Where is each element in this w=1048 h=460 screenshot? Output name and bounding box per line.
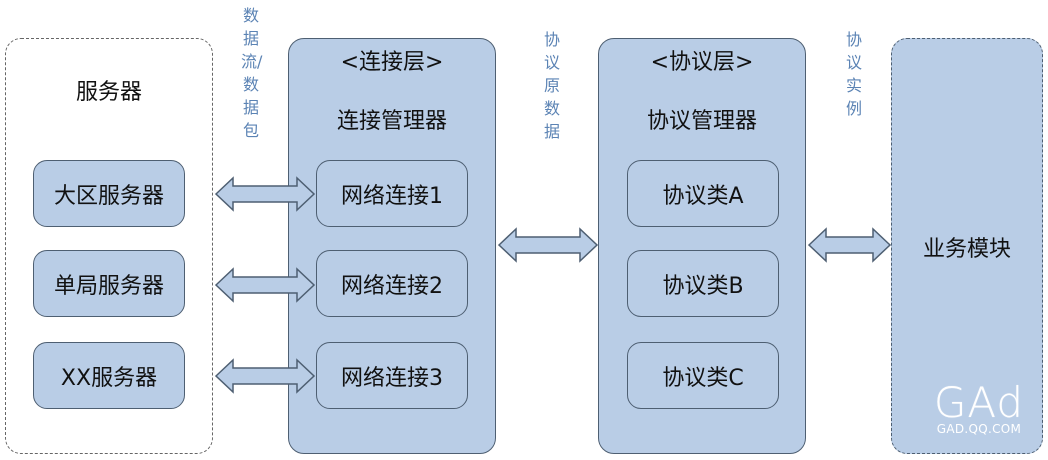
arrow-server-to-connection-2 — [214, 267, 316, 303]
arrow-connection-to-protocol — [497, 227, 599, 263]
server-item-xx[interactable]: XX服务器 — [33, 342, 185, 409]
business-module-title: 业务模块 — [922, 237, 1011, 262]
protocol-instance-label: 协议实例 — [845, 30, 862, 118]
arrow-server-to-connection-1 — [214, 176, 316, 212]
protocol-raw-label: 协议原数据 — [543, 30, 560, 141]
connection-layer-header: <连接层> — [340, 50, 444, 75]
gad-watermark: GAd GAD.QQ.COM — [918, 378, 1040, 437]
server-item-match[interactable]: 单局服务器 — [33, 250, 185, 317]
protocol-class-c[interactable]: 协议类C — [627, 342, 779, 409]
data-flow-label: 数据流/数据包 — [241, 6, 263, 140]
network-connection-2[interactable]: 网络连接2 — [316, 250, 468, 317]
protocol-class-a[interactable]: 协议类A — [627, 160, 779, 227]
protocol-manager-title: 协议管理器 — [646, 109, 757, 134]
business-module[interactable]: 业务模块 — [891, 38, 1043, 454]
network-connection-3[interactable]: 网络连接3 — [316, 342, 468, 409]
servers-group: 服务器 — [5, 38, 213, 454]
connection-manager-title: 连接管理器 — [336, 109, 447, 134]
gad-logo: GAd — [933, 378, 1025, 427]
gad-domain: GAD.QQ.COM — [936, 422, 1022, 436]
network-connection-1[interactable]: 网络连接1 — [316, 160, 468, 227]
protocol-layer-header: <协议层> — [650, 50, 754, 75]
arrow-server-to-connection-3 — [214, 358, 316, 394]
server-item-region[interactable]: 大区服务器 — [33, 160, 185, 227]
arrow-protocol-to-business — [807, 227, 892, 263]
protocol-class-b[interactable]: 协议类B — [627, 250, 779, 317]
servers-title: 服务器 — [75, 80, 142, 105]
